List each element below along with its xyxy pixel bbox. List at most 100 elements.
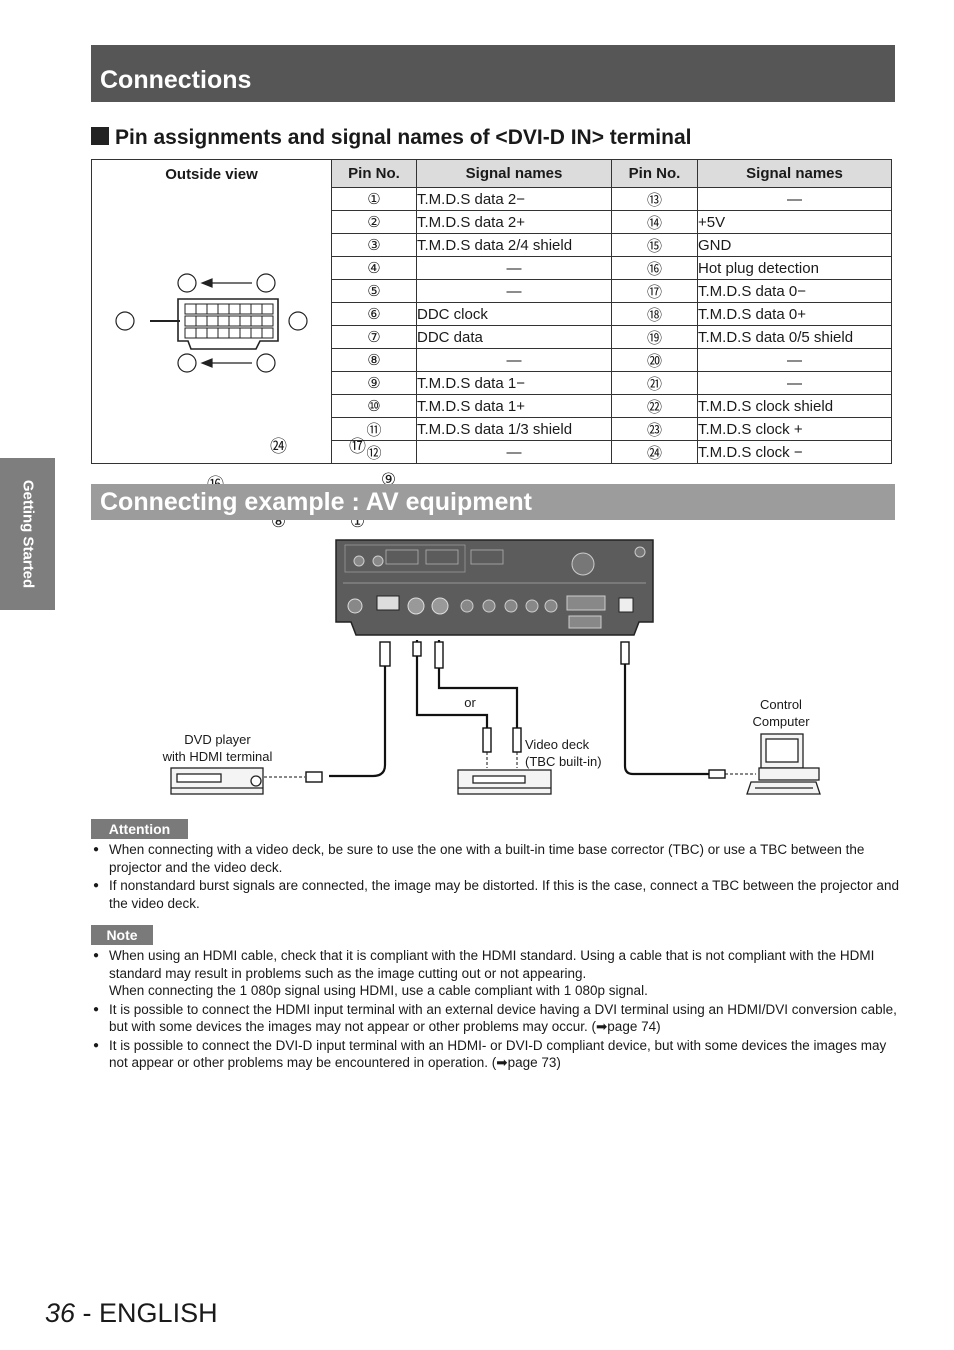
page-ref-link[interactable]: page 74) bbox=[607, 1019, 661, 1034]
pin-cell: ⑱ bbox=[611, 302, 698, 326]
pin-cell: ⑯ bbox=[611, 256, 698, 280]
pin-cell: ③ bbox=[331, 233, 417, 257]
signal-cell: T.M.D.S data 0+ bbox=[697, 302, 892, 326]
or-label: or bbox=[464, 695, 476, 710]
signal-cell: — bbox=[416, 279, 612, 303]
pin-label-9: ⑨ bbox=[380, 469, 397, 489]
signal-cell: T.M.D.S data 1+ bbox=[416, 394, 612, 418]
note-list: When using an HDMI cable, check that it … bbox=[91, 947, 901, 1073]
section-heading: Pin assignments and signal names of <DVI… bbox=[91, 124, 692, 152]
pin-cell: ② bbox=[331, 210, 417, 234]
signal-cell: T.M.D.S data 0− bbox=[697, 279, 892, 303]
video-caption-line2: (TBC built-in) bbox=[525, 754, 602, 769]
list-item: If nonstandard burst signals are connect… bbox=[91, 877, 901, 912]
list-item: It is possible to connect the HDMI input… bbox=[91, 1001, 901, 1036]
pin-label-17: ⑰ bbox=[349, 436, 366, 456]
attention-list: When connecting with a video deck, be su… bbox=[91, 841, 901, 913]
signal-cell: DDC clock bbox=[416, 302, 612, 326]
video-deck-icon bbox=[457, 769, 552, 795]
dvi-connector-diagram bbox=[115, 273, 308, 373]
header-signal-names-2: Signal names bbox=[697, 159, 892, 188]
list-item: It is possible to connect the DVI-D inpu… bbox=[91, 1037, 901, 1072]
pin-cell: ⑳ bbox=[611, 348, 698, 372]
signal-cell: — bbox=[697, 371, 892, 395]
pin-cell: ⑤ bbox=[331, 279, 417, 303]
pin-cell: ㉓ bbox=[611, 417, 698, 441]
outside-view-label: Outside view bbox=[165, 166, 258, 183]
pin-cell: ⑭ bbox=[611, 210, 698, 234]
pin-cell: ⑧ bbox=[331, 348, 417, 372]
signal-cell: T.M.D.S data 2/4 shield bbox=[416, 233, 612, 257]
attention-badge: Attention bbox=[91, 819, 188, 839]
page-footer: 36 - ENGLISH bbox=[45, 1295, 218, 1331]
connection-diagram bbox=[170, 539, 821, 795]
pin-label-24: ㉔ bbox=[270, 436, 287, 456]
pin-cell: ⑮ bbox=[611, 233, 698, 257]
control-caption-line2: Computer bbox=[752, 714, 810, 729]
page-ref-link[interactable]: page 73) bbox=[507, 1055, 561, 1070]
note-text: When using an HDMI cable, check that it … bbox=[109, 948, 875, 981]
side-tab-label: Getting Started bbox=[19, 479, 36, 589]
side-tab: Getting Started bbox=[0, 458, 55, 610]
list-item: When using an HDMI cable, check that it … bbox=[91, 947, 901, 1000]
signal-cell: T.M.D.S clock shield bbox=[697, 394, 892, 418]
footer-language: - ENGLISH bbox=[75, 1298, 218, 1328]
signal-cell: — bbox=[697, 348, 892, 372]
signal-cell: +5V bbox=[697, 210, 892, 234]
note-text: It is possible to connect the DVI-D inpu… bbox=[109, 1037, 887, 1071]
pin-cell: ④ bbox=[331, 256, 417, 280]
arrow-right-icon: ➡ bbox=[595, 1019, 608, 1034]
outside-view-cell: Outside view ㉔ ⑰ ⑯ bbox=[91, 159, 396, 531]
pin-cell: ⑬ bbox=[611, 187, 698, 211]
pin-cell: ㉔ bbox=[611, 440, 698, 464]
note-badge: Note bbox=[91, 925, 153, 945]
page-number: 36 bbox=[45, 1298, 76, 1328]
video-caption-line1: Video deck bbox=[525, 737, 590, 752]
pin-cell: ⑨ bbox=[331, 371, 417, 395]
pin-cell: ㉑ bbox=[611, 371, 698, 395]
square-bullet-icon bbox=[91, 127, 109, 145]
note-text: When connecting the 1 080p signal using … bbox=[109, 983, 648, 998]
pin-cell: ⑰ bbox=[611, 279, 698, 303]
signal-cell: — bbox=[697, 187, 892, 211]
section-heading-text: Pin assignments and signal names of <DVI… bbox=[115, 126, 692, 149]
table-header-row: Outside view ㉔ ⑰ ⑯ bbox=[91, 159, 892, 531]
signal-cell: GND bbox=[697, 233, 892, 257]
signal-cell: — bbox=[416, 348, 612, 372]
pin-cell: ⑦ bbox=[331, 325, 417, 349]
section-banner-example: Connecting example : AV equipment bbox=[91, 484, 895, 520]
signal-cell: T.M.D.S clock + bbox=[697, 417, 892, 441]
arrow-right-icon: ➡ bbox=[496, 1055, 508, 1070]
note-text: It is possible to connect the HDMI input… bbox=[109, 1001, 897, 1035]
dvd-caption-line2: with HDMI terminal bbox=[162, 749, 273, 764]
signal-cell: T.M.D.S data 1− bbox=[416, 371, 612, 395]
signal-cell: Hot plug detection bbox=[697, 256, 892, 280]
signal-cell: DDC data bbox=[416, 325, 612, 349]
list-item: When connecting with a video deck, be su… bbox=[91, 841, 901, 876]
table-row: ⑧—⑳— bbox=[92, 348, 892, 372]
projector-panel-icon bbox=[335, 539, 654, 636]
signal-cell: — bbox=[416, 256, 612, 280]
video-deck-label: Video deck (TBC built-in) bbox=[525, 736, 602, 770]
signal-cell: T.M.D.S data 2− bbox=[416, 187, 612, 211]
section-banner-connections: Connections bbox=[91, 45, 895, 102]
signal-cell: T.M.D.S clock − bbox=[697, 440, 892, 464]
pin-cell: ⑪ bbox=[331, 417, 417, 441]
control-caption-line1: Control bbox=[760, 697, 802, 712]
pin-cell: ⑥ bbox=[331, 302, 417, 326]
pin-cell: ⑫ bbox=[331, 440, 417, 464]
pin-cell: ⑲ bbox=[611, 325, 698, 349]
header-pin-no-2: Pin No. bbox=[611, 159, 698, 188]
signal-cell: T.M.D.S data 0/5 shield bbox=[697, 325, 892, 349]
dvd-player-icon bbox=[170, 767, 264, 795]
signal-cell: T.M.D.S data 1/3 shield bbox=[416, 417, 612, 441]
